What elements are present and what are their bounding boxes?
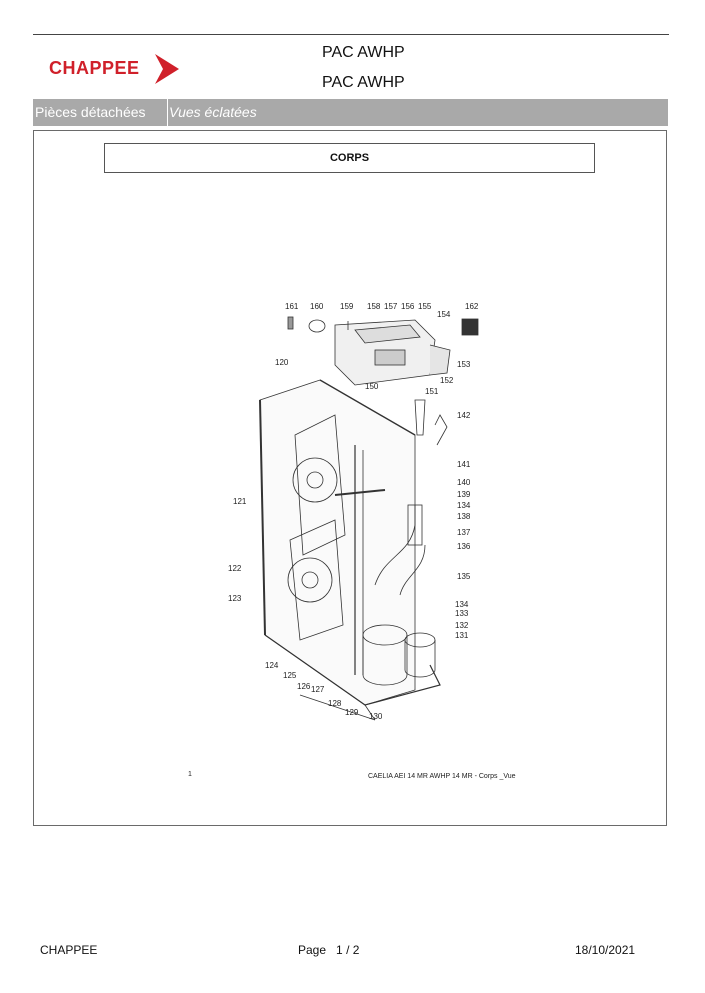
view-caption-box: CORPS (104, 143, 595, 173)
page-current: 1 (336, 943, 343, 957)
callout-label: 152 (440, 376, 454, 385)
callout-label: 133 (455, 609, 469, 618)
figure-number: 1 (188, 771, 192, 778)
callout-label: 140 (457, 478, 471, 487)
callout-label: 120 (275, 358, 289, 367)
callout-label: 160 (310, 302, 324, 311)
callout-label: 132 (455, 621, 469, 630)
figure-reference: CAELIA AEI 14 MR AWHP 14 MR - Corps _Vue (368, 773, 516, 780)
callout-label: 142 (457, 411, 471, 420)
callout-label: 136 (457, 542, 471, 551)
tab-spare-parts[interactable]: Pièces détachées (33, 99, 168, 126)
drawing-frame (33, 130, 667, 826)
callout-label: 134 (455, 600, 469, 609)
unit-outline (259, 316, 479, 721)
callout-label: 138 (457, 512, 471, 521)
callout-label: 131 (455, 631, 469, 640)
callout-labels: 161 160 159 158 157 156 155 154 162 153 … (228, 302, 479, 721)
callout-label: 137 (457, 528, 471, 537)
section-tab-bar: Pièces détachées Vues éclatées (33, 99, 668, 126)
callout-label: 128 (328, 699, 342, 708)
callout-label: 161 (285, 302, 299, 311)
document-subtitle: PAC AWHP (322, 74, 405, 91)
logo-arrow-icon (155, 54, 179, 84)
callout-label: 162 (465, 302, 479, 311)
page-separator: / (346, 943, 350, 957)
callout-label: 124 (265, 661, 279, 670)
callout-label: 158 (367, 302, 381, 311)
view-caption: CORPS (329, 152, 370, 164)
footer-page-indicator: Page 1 / 2 (298, 943, 359, 957)
callout-label: 126 (297, 682, 311, 691)
callout-label: 122 (228, 564, 242, 573)
callout-label: 141 (457, 460, 471, 469)
callout-label: 154 (437, 310, 451, 319)
page-total: 2 (352, 943, 360, 957)
callout-label: 159 (340, 302, 354, 311)
footer-brand: CHAPPEE (40, 943, 98, 957)
tab-exploded-views[interactable]: Vues éclatées (169, 104, 257, 120)
callout-label: 121 (233, 497, 247, 506)
chappee-logo: CHAPPEE (49, 50, 189, 88)
callout-label: 151 (425, 387, 439, 396)
document-title: PAC AWHP (322, 44, 405, 61)
callout-label: 130 (369, 712, 383, 721)
page-label: Page (298, 943, 327, 957)
callout-label: 150 (365, 382, 379, 391)
top-rule (33, 34, 669, 35)
logo-text: CHAPPEE (49, 58, 140, 78)
callout-label: 129 (345, 708, 359, 717)
callout-label: 123 (228, 594, 242, 603)
callout-label: 155 (418, 302, 432, 311)
exploded-view-diagram: 161 160 159 158 157 156 155 154 162 153 … (228, 302, 479, 721)
callout-label: 139 (457, 490, 471, 499)
callout-label: 135 (457, 572, 471, 581)
callout-label: 157 (384, 302, 398, 311)
callout-label: 125 (283, 671, 297, 680)
callout-label: 127 (311, 685, 325, 694)
callout-label: 153 (457, 360, 471, 369)
callout-label: 134 (457, 501, 471, 510)
footer-date: 18/10/2021 (575, 943, 636, 957)
callout-label: 156 (401, 302, 415, 311)
